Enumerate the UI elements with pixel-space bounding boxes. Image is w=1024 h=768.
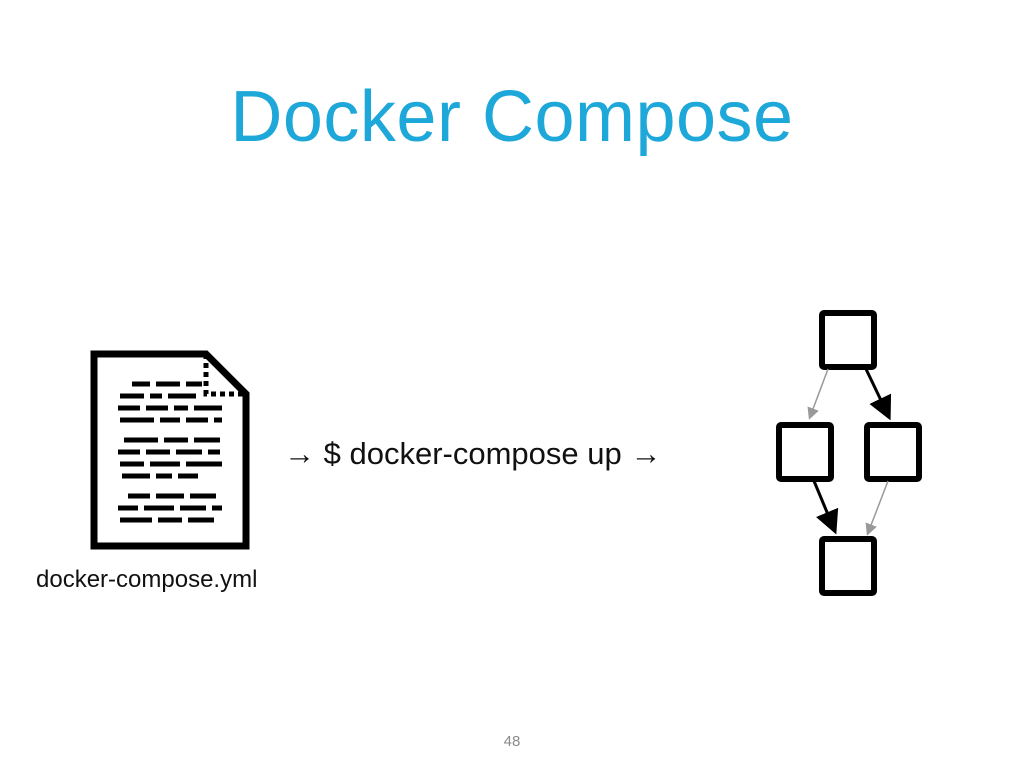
service-node-right <box>864 422 922 482</box>
service-graph-icon <box>776 310 922 596</box>
service-node-left <box>776 422 834 482</box>
edge-top-right <box>864 368 892 421</box>
service-node-bottom <box>819 536 877 596</box>
page-number: 48 <box>503 733 521 750</box>
edge-right-bottom <box>865 480 889 536</box>
edge-left-bottom <box>812 480 839 535</box>
compose-command: → $ docker-compose up → <box>284 436 662 471</box>
edge-top-left <box>807 368 829 420</box>
service-node-top <box>819 310 877 370</box>
document-icon <box>90 350 250 550</box>
compose-file-label: docker-compose.yml <box>36 566 258 593</box>
slide-title: Docker Compose <box>230 77 794 157</box>
